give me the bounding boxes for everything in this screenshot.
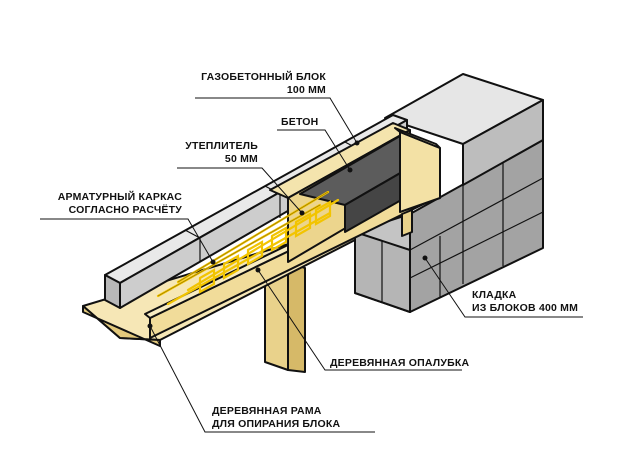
small-post — [401, 209, 413, 237]
label-insulation-line2: 50 ММ — [225, 153, 258, 165]
label-insulation-line1: УТЕПЛИТЕЛЬ — [185, 140, 258, 152]
gas-block-end — [104, 274, 121, 309]
post-side — [287, 261, 306, 373]
label-rebar-line1: АРМАТУРНЫЙ КАРКАС — [58, 190, 182, 203]
rebar-cage — [156, 190, 340, 306]
masonry-upper-front — [462, 99, 544, 186]
label-rebar-line2: СОГЛАСНО РАСЧЁТУ — [69, 203, 183, 216]
label-gas-block-line1: ГАЗОБЕТОННЫЙ БЛОК — [201, 70, 326, 83]
labels: ГАЗОБЕТОННЫЙ БЛОК 100 ММ БЕТОН УТЕПЛИТЕЛ… — [58, 70, 578, 430]
leader-lines — [40, 97, 583, 433]
label-concrete: БЕТОН — [281, 116, 318, 128]
base-board-edge — [82, 305, 161, 347]
label-frame-line1: ДЕРЕВЯННАЯ РАМА — [212, 405, 322, 417]
label-frame-line2: ДЛЯ ОПИРАНИЯ БЛОКА — [212, 418, 340, 430]
formwork-end-cap — [394, 127, 441, 213]
label-masonry-line2: ИЗ БЛОКОВ 400 ММ — [472, 302, 578, 314]
label-formwork: ДЕРЕВЯННАЯ ОПАЛУБКА — [330, 357, 469, 369]
end-cap-top — [394, 127, 441, 149]
label-masonry-line1: КЛАДКА — [472, 289, 517, 301]
masonry-wall — [354, 73, 544, 313]
label-gas-block-line2: 100 ММ — [287, 84, 326, 96]
